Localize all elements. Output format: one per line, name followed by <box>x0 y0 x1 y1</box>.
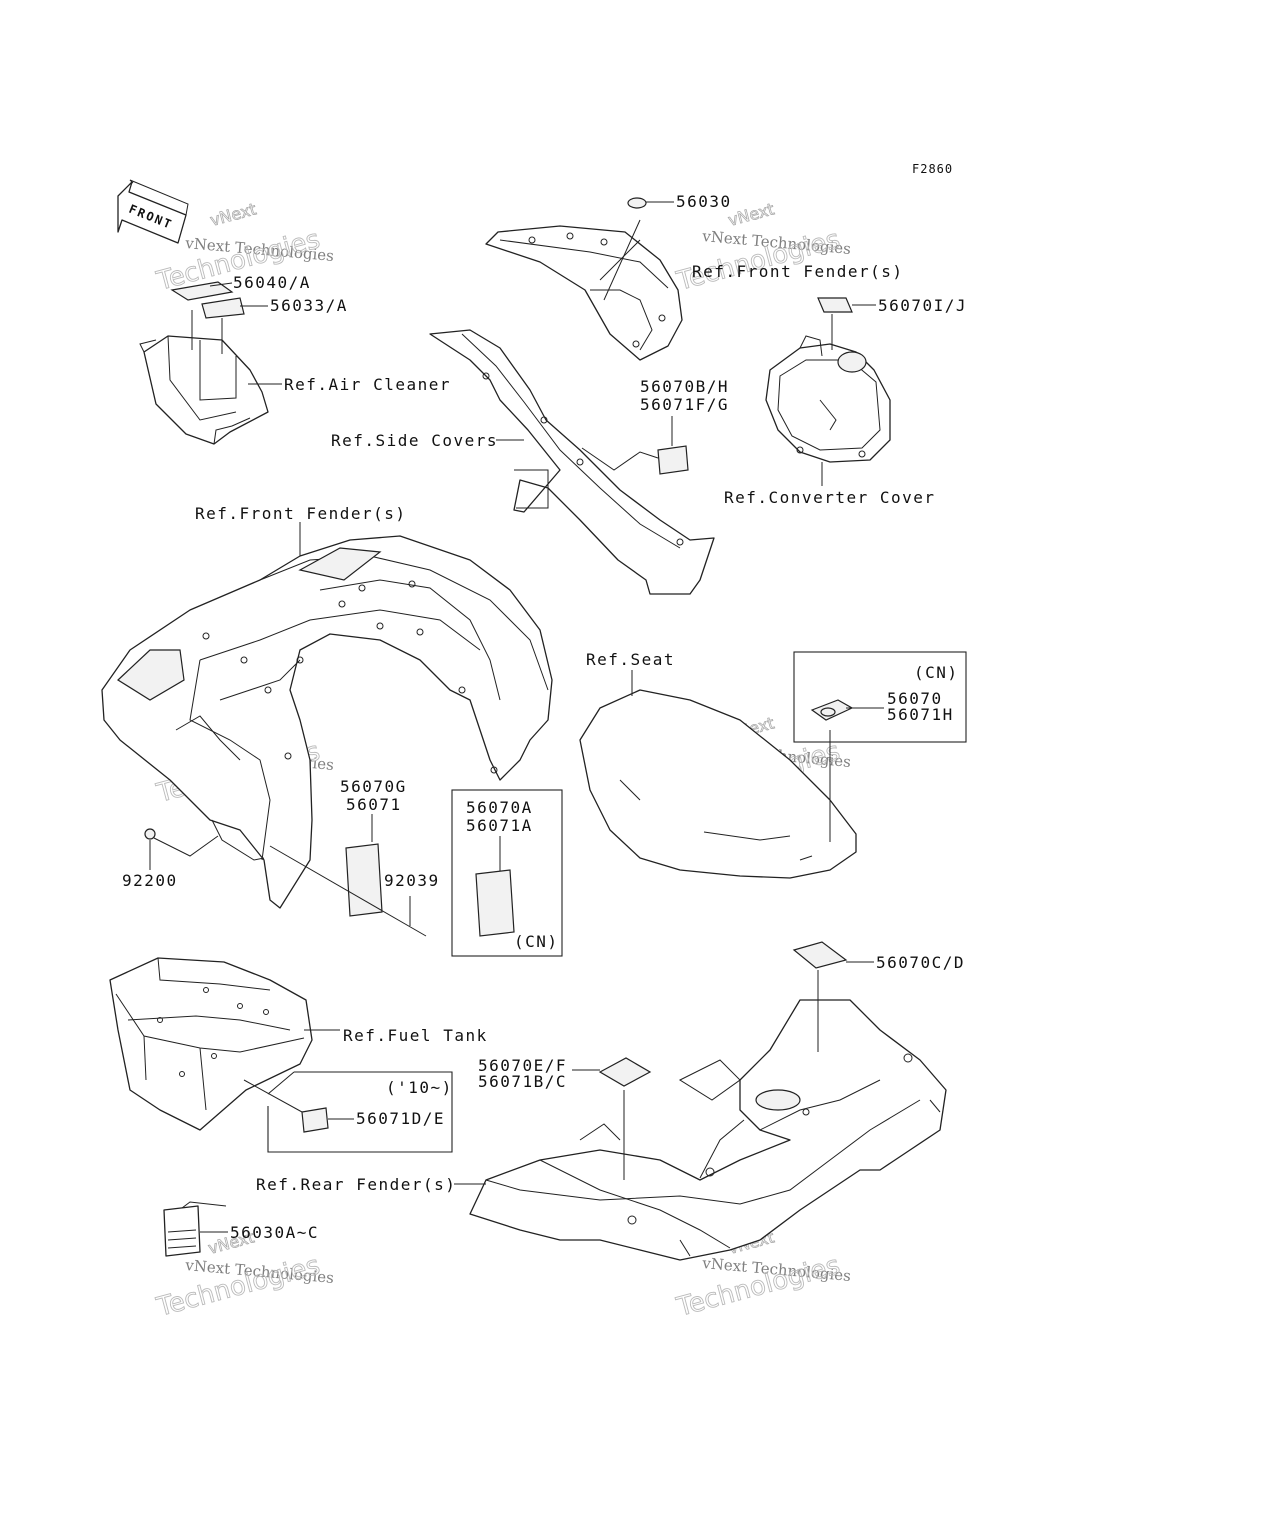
seat-part <box>579 689 857 879</box>
ref-front-fender-main-label: Ref.Front Fender(s) <box>195 504 407 523</box>
air-cleaner-part <box>139 281 269 445</box>
decal-56070a <box>475 869 515 937</box>
cap-56030 <box>627 197 647 209</box>
cn-box-56070a <box>451 789 563 957</box>
leader <box>267 1071 295 1095</box>
part-number-56070ij: 56070I/J <box>878 296 967 315</box>
part-number-56070g: 56070G <box>340 777 407 796</box>
decal-56040a <box>170 281 234 301</box>
year-box <box>267 1071 453 1153</box>
side-covers-part <box>429 329 715 595</box>
part-number-56071fg: 56071F/G <box>640 395 729 414</box>
ref-air-cleaner-label: Ref.Air Cleaner <box>284 375 451 394</box>
decal-56071de <box>301 1107 329 1133</box>
front-fender-top-part <box>485 197 683 361</box>
watermark-text: vNext <box>726 199 776 229</box>
leader <box>603 219 641 301</box>
leader <box>209 282 233 287</box>
part-number-56033a: 56033/A <box>270 296 348 315</box>
ref-rear-fender-label: Ref.Rear Fender(s) <box>256 1175 456 1194</box>
front-fender-main-part <box>101 535 553 909</box>
front-arrow-icon: FRONT <box>117 179 189 244</box>
rear-fender-part <box>469 999 947 1261</box>
leader <box>243 1079 303 1113</box>
part-number-92039: 92039 <box>384 871 440 890</box>
ref-fuel-tank-label: Ref.Fuel Tank <box>343 1026 488 1045</box>
part-number-56071: 56071 <box>346 795 402 814</box>
cn-label: (CN) <box>914 663 959 682</box>
part-number-56071a: 56071A <box>466 816 533 835</box>
part-number-56040a: 56040/A <box>233 273 311 292</box>
decal-56070ij <box>817 297 853 313</box>
fuel-tank-part <box>109 957 313 1131</box>
cn-label: (CN) <box>514 932 559 951</box>
figure-code: F2860 <box>912 162 953 176</box>
decal-56070cd <box>792 941 848 969</box>
part-number-56071bc: 56071B/C <box>478 1072 567 1091</box>
part-number-92200: 92200 <box>122 871 178 890</box>
converter-cover-part <box>765 297 891 463</box>
cn-box-56070 <box>793 651 967 743</box>
ref-seat-label: Ref.Seat <box>586 650 675 669</box>
part-number-56071de: 56071D/E <box>356 1109 445 1128</box>
tag-56030ac <box>163 1201 227 1257</box>
ref-front-fender-top-label: Ref.Front Fender(s) <box>692 262 904 281</box>
leader <box>153 835 219 857</box>
decal-56033a <box>201 297 245 319</box>
part-number-56070bh: 56070B/H <box>640 377 729 396</box>
part-number-56070cd: 56070C/D <box>876 953 965 972</box>
watermark-text: vNext <box>208 199 258 229</box>
part-number-56071h: 56071H <box>887 705 954 724</box>
leader <box>269 845 427 937</box>
part-number-56030: 56030 <box>676 192 732 211</box>
part-number-56070: 56070 <box>887 689 943 708</box>
watermark-top-right: vNext vNext Technologies Technologies <box>673 199 852 297</box>
part-number-56030ac: 56030A~C <box>230 1223 319 1242</box>
leader <box>581 447 659 471</box>
clip-92200 <box>144 828 156 840</box>
decal-56070g <box>345 843 383 917</box>
year-label: ('10~) <box>386 1078 453 1097</box>
decal-56070bh <box>657 445 689 475</box>
part-number-56070a: 56070A <box>466 798 533 817</box>
ref-side-covers-label: Ref.Side Covers <box>331 431 498 450</box>
part-number-56070ef: 56070E/F <box>478 1056 567 1075</box>
ref-converter-cover-label: Ref.Converter Cover <box>724 488 936 507</box>
decal-56070ef <box>598 1057 652 1087</box>
